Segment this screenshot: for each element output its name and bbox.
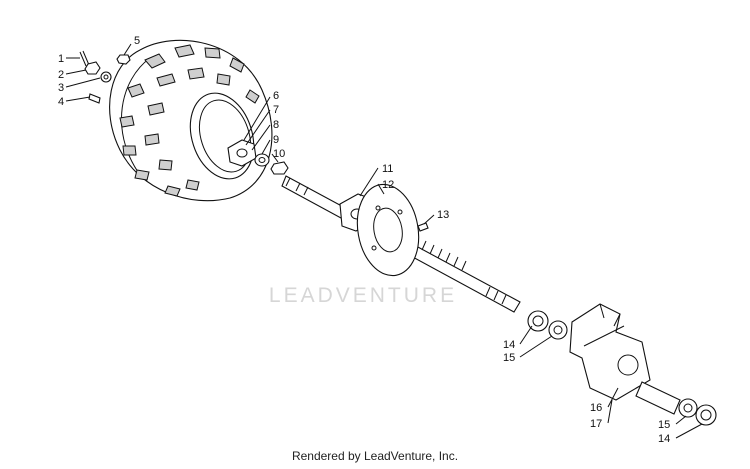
callout-9: 9 [273, 134, 279, 146]
wheel-stud [88, 93, 101, 104]
callout-11: 11 [382, 163, 393, 175]
leader-lines [65, 43, 703, 439]
callout-17: 17 [590, 418, 602, 430]
cotter-pin [79, 50, 90, 67]
callout-15-lower: 15 [658, 419, 670, 431]
bearing-right [678, 398, 698, 418]
callout-15-upper: 15 [503, 352, 515, 364]
callout-14-lower: 14 [658, 433, 670, 445]
tire-tread [119, 44, 260, 197]
callout-2: 2 [58, 69, 64, 81]
hub-washer [254, 153, 270, 167]
callout-6: 6 [273, 90, 279, 102]
lug-nut [116, 54, 131, 65]
callout-5: 5 [134, 35, 140, 47]
callout-1: 1 [58, 53, 64, 65]
spacer-sleeve [635, 381, 681, 415]
washer [100, 71, 112, 83]
hub-nut [270, 161, 289, 175]
callout-12: 12 [382, 179, 394, 191]
callout-10: 10 [273, 148, 285, 160]
callout-8: 8 [273, 119, 279, 131]
footer-credit: Rendered by LeadVenture, Inc. [291, 449, 459, 463]
brake-disc [356, 183, 420, 277]
callout-7: 7 [273, 104, 279, 116]
seal-left [527, 310, 549, 332]
callout-4: 4 [58, 96, 64, 108]
callout-14-upper: 14 [503, 339, 515, 351]
callout-3: 3 [58, 82, 64, 94]
bearing-housing [569, 303, 651, 401]
callout-16: 16 [590, 402, 602, 414]
castle-nut [84, 61, 101, 75]
watermark: LEADVENTURE [269, 284, 457, 307]
seal-right [695, 404, 717, 426]
disc-bolt [417, 222, 429, 232]
callouts: 1 2 3 4 5 6 7 8 9 10 11 12 13 14 15 16 1… [58, 35, 670, 445]
callout-13: 13 [437, 209, 449, 221]
tire [109, 39, 273, 202]
bearing-left [548, 320, 568, 340]
